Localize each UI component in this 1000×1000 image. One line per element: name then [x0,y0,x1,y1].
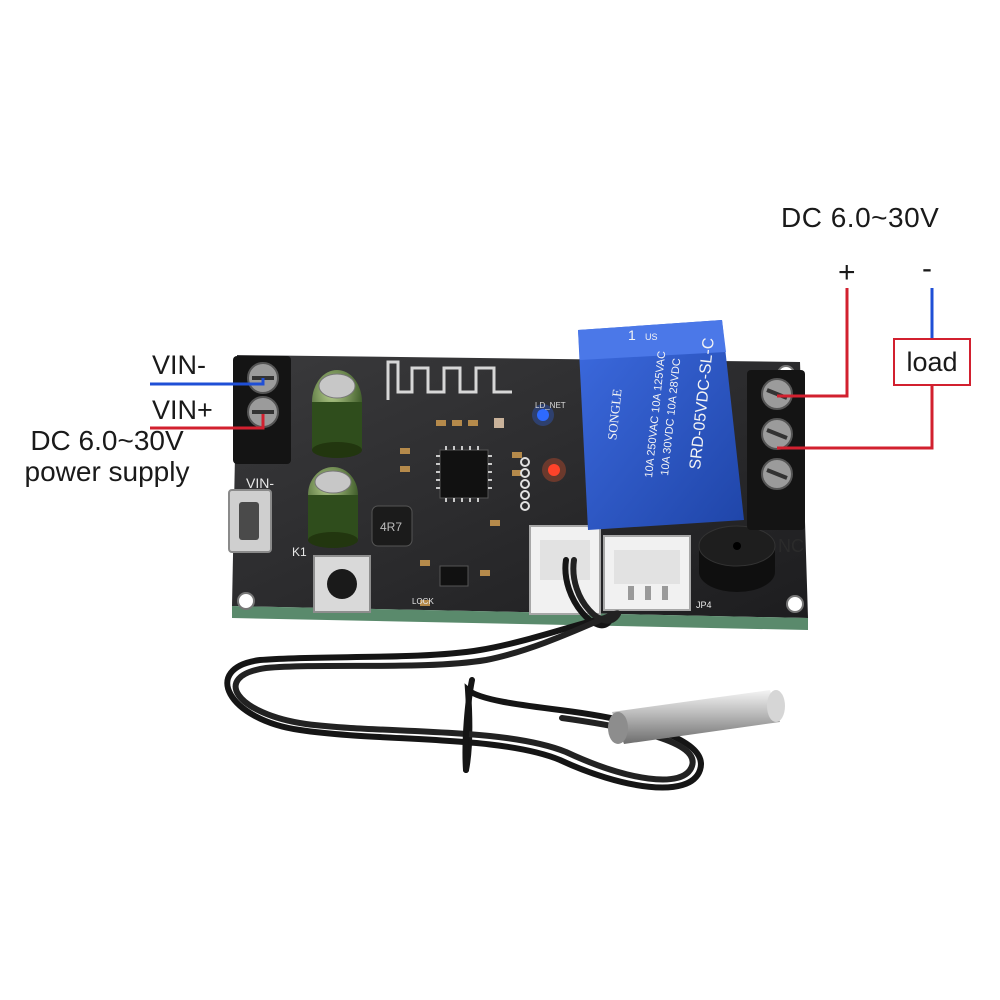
label-output-supply: DC 6.0~30V [781,202,940,233]
micro-usb-port [228,489,272,553]
label-minus: - [922,252,932,285]
capacitor-2 [308,467,358,548]
relay-pin-number: 1 [628,327,636,343]
led-red [548,464,560,476]
output-terminal-block [747,370,805,530]
sensor-connector-2 [603,535,691,611]
temperature-probe-cable [224,557,704,791]
inductor-marking: 4R7 [380,520,402,534]
label-power-supply: DC 6.0~30V power supply [24,425,190,487]
pcb-antenna-trace [386,360,512,400]
silk-nc: NC [778,536,804,556]
wire-vin-plus [150,414,265,430]
voltage-regulator [439,565,469,587]
push-button [313,555,371,613]
header-pins [520,457,530,511]
input-terminal-block [233,356,291,464]
smd-components [400,418,522,606]
buzzer [698,525,776,592]
led-blue [537,409,549,421]
led-red-glow [542,458,566,482]
silk-lock: LOCK [412,597,434,606]
temperature-probe [608,690,785,744]
led-blue-glow [532,404,554,426]
label-vin-plus: VIN+ [152,395,213,425]
silk-vin: VIN- [246,475,274,491]
wire-output-load [777,386,934,450]
mcu-chip [436,446,492,502]
relay-cert: US [645,332,658,342]
capacitor-1 [312,370,362,458]
relay-brand: SONGLE [604,388,624,441]
wire-vin-minus [150,378,265,386]
label-plus: + [838,256,856,289]
silk-ld-net: LD_NET [535,401,566,410]
label-vin-minus: VIN- [152,350,206,380]
relay: 1 US SONGLE 10A 250VAC 10A 125VAC 10A 30… [578,320,744,530]
silk-k1: K1 [292,545,307,559]
silk-jp4: JP4 [696,600,712,610]
label-load: load [893,338,971,386]
wire-output-positive [777,288,849,398]
inductor: 4R7 [371,505,413,547]
